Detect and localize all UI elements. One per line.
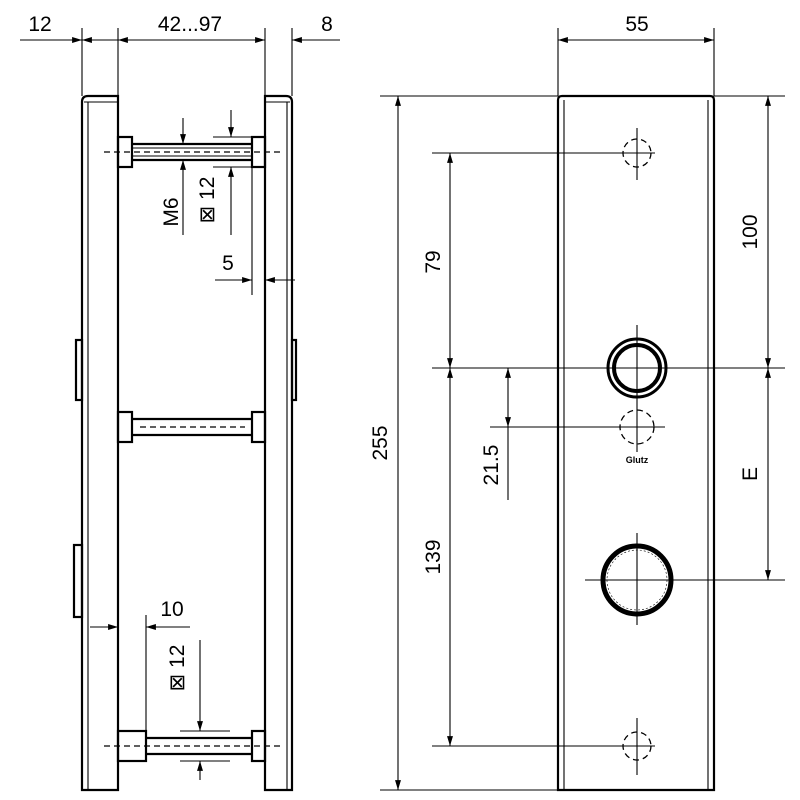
dim-handle-to-key-label: 21.5 — [480, 445, 503, 486]
dim-thread-label: M6 — [160, 197, 183, 226]
dim-backset-label: E — [739, 467, 762, 481]
top-dimensions: 12 42...97 8 — [20, 13, 340, 96]
rod-top — [104, 135, 280, 169]
dim-left-plate-label: 12 — [28, 13, 51, 36]
bottom-rod-dimensions: 10 ⊠ 12 — [90, 598, 230, 780]
rod-middle — [116, 410, 267, 444]
front-plate — [556, 94, 716, 792]
front-dimensions: 55 255 79 139 21.5 100 E — [369, 13, 771, 790]
dim-door-thickness-label: 42...97 — [158, 13, 222, 36]
front-view: Glutz 55 255 — [369, 13, 785, 792]
thread-dimensions: M6 ⊠ 12 5 — [160, 110, 295, 295]
left-plate — [72, 94, 120, 792]
screw-hole-top — [622, 128, 652, 180]
handle-bump — [72, 543, 84, 619]
dim-top-to-handle-axis-label: 100 — [739, 214, 762, 249]
dim-square-bottom-label: ⊠ 12 — [166, 645, 189, 692]
dim-rod-inset-label: 10 — [160, 598, 183, 621]
right-plate — [263, 94, 298, 792]
handle-bump — [290, 338, 298, 402]
dim-top-to-handle-label: 79 — [422, 250, 445, 273]
cylinder-rose — [600, 533, 674, 625]
dim-square-top-label: ⊠ 12 — [196, 177, 219, 224]
dim-right-plate-label: 8 — [321, 13, 333, 36]
side-view: 12 42...97 8 M6 ⊠ 12 5 10 — [20, 13, 340, 792]
dim-width-label: 55 — [625, 13, 648, 36]
brand-logo: Glutz — [626, 455, 649, 465]
rod-bottom — [104, 729, 280, 763]
dim-handle-to-bottom-label: 139 — [422, 539, 445, 574]
dim-height-label: 255 — [369, 425, 392, 460]
handle-bump — [74, 338, 84, 402]
key-hole: Glutz — [600, 409, 665, 465]
extension-lines — [380, 28, 785, 791]
dim-offset-label: 5 — [222, 252, 234, 275]
